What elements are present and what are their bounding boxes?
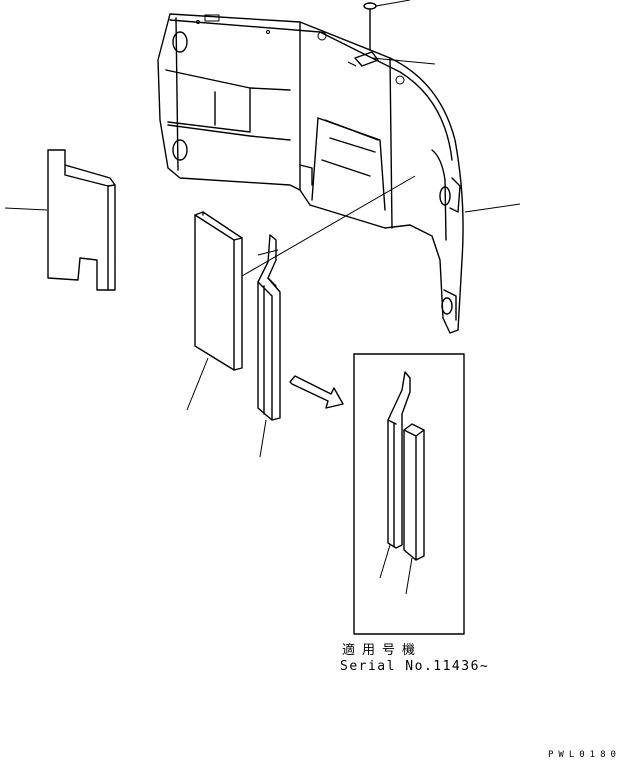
foam-pad (194, 211, 243, 371)
leader-lines (4, 57, 521, 595)
seal-strip (257, 234, 281, 421)
detail-inset (353, 353, 465, 635)
leader-strip-top (257, 249, 279, 256)
cover-housing (157, 13, 464, 334)
arrow-icon (289, 375, 344, 409)
serial-number-text: Serial No.11436~ (340, 659, 490, 674)
cap-part (363, 0, 411, 51)
applicability-label: 適用号機 (342, 643, 423, 658)
drawing-code: PWL0180 (548, 750, 621, 760)
side-panel (47, 149, 116, 291)
